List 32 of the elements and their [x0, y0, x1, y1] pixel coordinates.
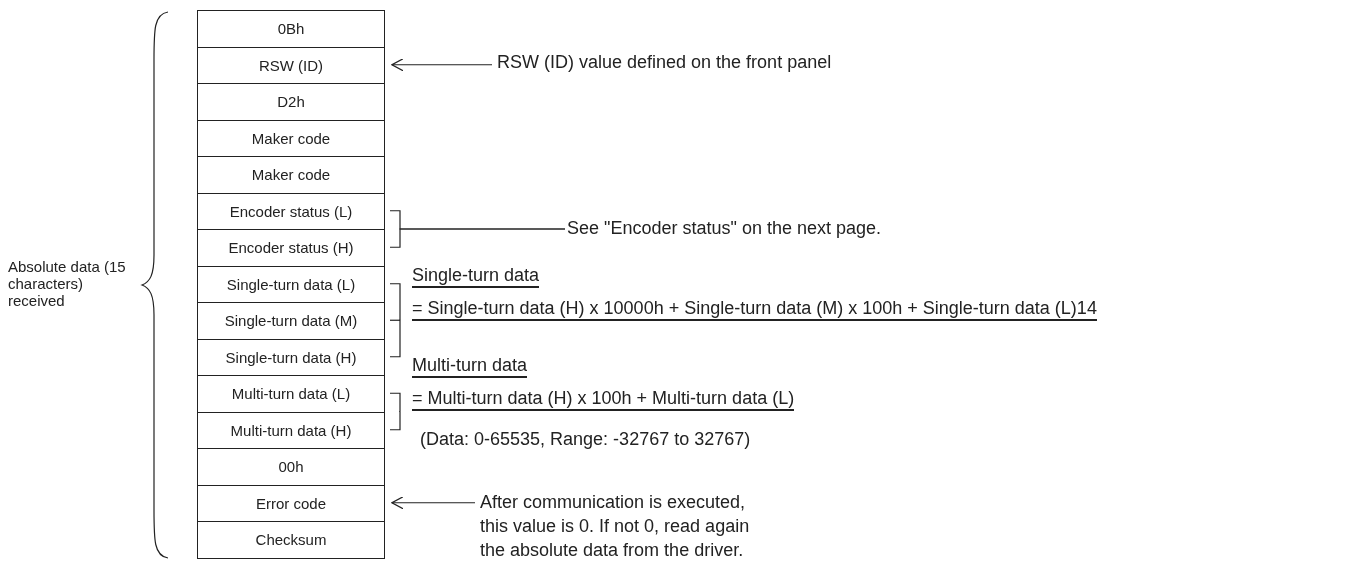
formula-text: = Single-turn data (H) x 10000h + Single-turn data (M) x 100h + Single-turn data (L)14: [412, 298, 1097, 321]
table-cell: Encoder status (H): [197, 229, 385, 267]
table-cell: 0Bh: [197, 10, 385, 48]
table-cell: Multi-turn data (H): [197, 411, 385, 449]
bracket-line: [389, 319, 401, 358]
bracket-line: [389, 283, 401, 321]
table-cell: Maker code: [197, 156, 385, 194]
table-cell: Single-turn data (L): [197, 265, 385, 303]
table-cell: Single-turn data (H): [197, 338, 385, 376]
formula-heading: Multi-turn data: [412, 355, 528, 378]
annotation-text: After communication is executed, this value is 0. If not 0, read again the absolute data from the driver.: [480, 490, 760, 562]
formula-text: = Multi-turn data (H) x 100h + Multi-turn data (L): [412, 388, 795, 411]
table-cell: Multi-turn data (L): [197, 375, 385, 413]
arrow: [391, 58, 493, 72]
annotation-text: See "Encoder status" on the next page.: [567, 218, 1167, 239]
table-cell: Encoder status (L): [197, 192, 385, 230]
bracket-line: [389, 392, 401, 413]
formula-heading: Single-turn data: [412, 265, 540, 288]
table-cell: Maker code: [197, 119, 385, 157]
note-text: (Data: 0-65535, Range: -32767 to 32767): [420, 429, 752, 450]
table-cell: 00h: [197, 448, 385, 486]
table-cell: Error code: [197, 484, 385, 522]
table-cell: Checksum: [197, 521, 385, 559]
arrow: [391, 496, 476, 510]
table-cell: D2h: [197, 83, 385, 121]
bracket-line: [389, 228, 566, 248]
bracket-line: [389, 410, 401, 431]
brace-label: Absolute data (15 characters) received: [8, 258, 127, 309]
table-cell: RSW (ID): [197, 46, 385, 84]
table-cell: Single-turn data (M): [197, 302, 385, 340]
annotation-text: RSW (ID) value defined on the front panel: [497, 52, 1097, 73]
bracket-line: [389, 319, 401, 321]
